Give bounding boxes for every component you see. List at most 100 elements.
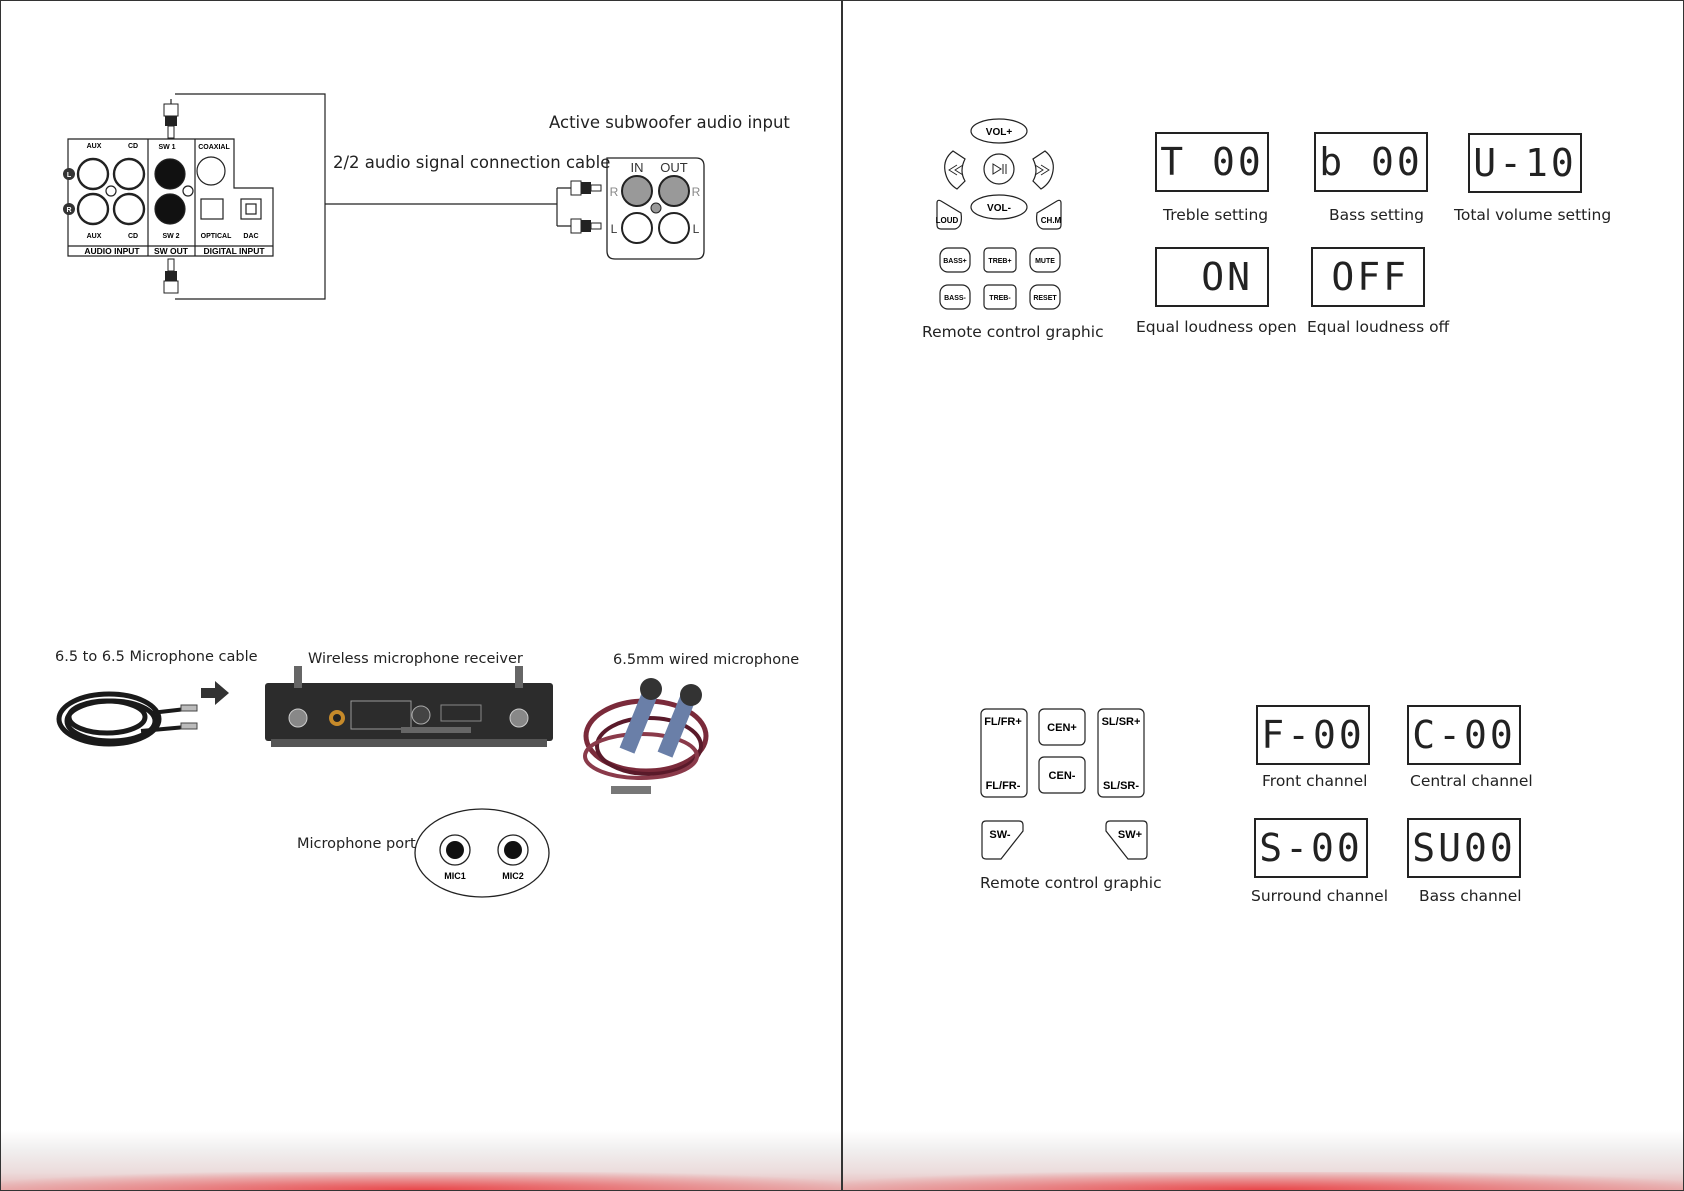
left-channel-marker [63,168,75,180]
reset-button[interactable] [1029,284,1061,310]
chm-label: CH.M [1041,216,1062,225]
slsr-button[interactable] [1097,708,1145,798]
cd-bottom-label: CD [128,233,138,240]
rca-plug-top [163,103,179,139]
cd-top-label: CD [128,143,138,150]
play-pause-icon [992,163,1007,175]
sub-out-label: OUT [660,160,688,175]
treb-plus-button[interactable] [983,247,1017,273]
loudness-off-caption: Equal loudness off [1307,318,1450,336]
cen-minus-label: CEN- [1049,770,1076,782]
sub-in-label: IN [631,160,644,175]
bass-channel-caption: Bass channel [1419,887,1522,905]
microphone-illustrations: MIC1 MIC2 [56,666,709,898]
bass-plus-button[interactable] [939,247,971,273]
vol-plus-label: VOL+ [986,127,1013,138]
bass-plus-label: BASS+ [943,258,967,265]
surround-channel-caption: Surround channel [1251,887,1389,905]
slsr-minus-label: SL/SR- [1103,780,1139,792]
left-page: L R AUX CD SW 1 COAXIAL AUX CD SW 2 OPTI… [0,0,842,1191]
cable-caption: 2/2 audio signal connection cable [333,153,611,172]
vol-minus-button[interactable] [970,194,1028,220]
connection-diagram: L R AUX CD SW 1 COAXIAL AUX CD SW 2 OPTI… [63,93,705,300]
cen-minus-button[interactable] [1038,756,1086,794]
treble-caption: Treble setting [1163,206,1269,224]
page-footer-band [1,1130,841,1190]
subwoofer-caption: Active subwoofer audio input [549,113,790,132]
treb-minus-label: TREB- [989,295,1011,302]
play-pause-button[interactable] [983,153,1015,185]
front-channel-caption: Front channel [1262,772,1368,790]
coaxial-label: COAXIAL [198,144,230,151]
mute-button[interactable] [1029,247,1061,273]
sw2-label: SW 2 [162,233,179,240]
volume-caption: Total volume setting [1454,206,1612,224]
cen-plus-button[interactable] [1038,708,1086,746]
flfr-button[interactable] [980,708,1028,798]
sub-r-right-label: R [692,185,701,199]
sub-l-right-label: L [693,222,700,236]
surround-channel-lcd: S-00 [1254,818,1368,878]
jack-plugs [180,704,198,730]
sw-minus-label: SW- [989,829,1010,841]
loudness-on-caption: Equal loudness open [1136,318,1297,336]
aux-bottom-label: AUX [87,233,102,240]
remote2-caption: Remote control graphic [980,874,1162,892]
loud-button[interactable] [936,199,962,230]
vol-minus-label: VOL- [987,203,1011,214]
vol-plus-button[interactable] [970,118,1028,144]
slsr-plus-label: SL/SR+ [1102,716,1141,728]
remote-control-graphic-2: FL/FR+ FL/FR- CEN+ CEN- SL/SR+ SL/SR- SW… [980,708,1148,860]
sub-l-left-label: L [611,222,618,236]
wired-microphone-image [583,678,709,794]
amplifier-back-panel [67,138,274,257]
receiver-caption: Wireless microphone receiver [308,651,523,667]
chm-button[interactable] [1036,199,1062,230]
cen-plus-label: CEN+ [1047,722,1077,734]
central-channel-caption: Central channel [1410,772,1533,790]
optical-label: OPTICAL [201,233,232,240]
aux-top-label: AUX [87,143,102,150]
page-footer-band [843,1130,1683,1190]
rca-plug-right-top [570,180,602,196]
treb-plus-label: TREB+ [988,258,1011,265]
flfr-minus-label: FL/FR- [986,780,1021,792]
front-channel-lcd: F-00 [1256,705,1370,765]
bass-minus-button[interactable] [939,284,971,310]
arrow-right-icon [201,681,229,705]
subwoofer-input-panel [606,157,705,260]
mic2-label: MIC2 [502,871,524,881]
bass-caption: Bass setting [1329,206,1424,224]
microphone-port-diagram [414,808,550,898]
dac-label: DAC [243,233,258,240]
wired-mic-caption: 6.5mm wired microphone [613,652,800,668]
r-marker-label: R [66,207,71,214]
port-caption: Microphone port [297,836,416,852]
remote-control-graphic-1: VOL+ VOL- LOUD CH.M BASS+ TREB+ MUTE BAS… [936,118,1062,310]
sw-plus-button[interactable] [1105,820,1148,860]
rca-plug-right-bottom [570,218,602,234]
bass-channel-lcd: SU00 [1407,818,1521,878]
remote1-caption: Remote control graphic [922,323,1104,341]
loudness-off-lcd: OFF [1311,247,1425,307]
loud-label: LOUD [936,216,959,225]
mic1-label: MIC1 [444,871,466,881]
treble-lcd: T 00 [1155,132,1269,192]
sub-r-left-label: R [610,185,619,199]
previous-icon [948,164,964,176]
mute-label: MUTE [1035,258,1055,265]
bass-minus-label: BASS- [944,295,966,302]
rca-plug-bottom [163,258,179,294]
treb-minus-button[interactable] [983,284,1017,310]
flfr-plus-label: FL/FR+ [984,716,1022,728]
mic-cable-caption: 6.5 to 6.5 Microphone cable [55,649,258,665]
central-channel-lcd: C-00 [1407,705,1521,765]
sw1-label: SW 1 [158,144,175,151]
sw-out-label: SW OUT [154,246,189,256]
microphone-cable-image [56,691,187,747]
connection-cable [170,93,581,300]
right-channel-marker [63,203,75,215]
next-icon [1034,164,1050,176]
sw-minus-button[interactable] [981,820,1024,860]
right-page: VOL+ VOL- LOUD CH.M BASS+ TREB+ MUTE BAS… [842,0,1684,1191]
